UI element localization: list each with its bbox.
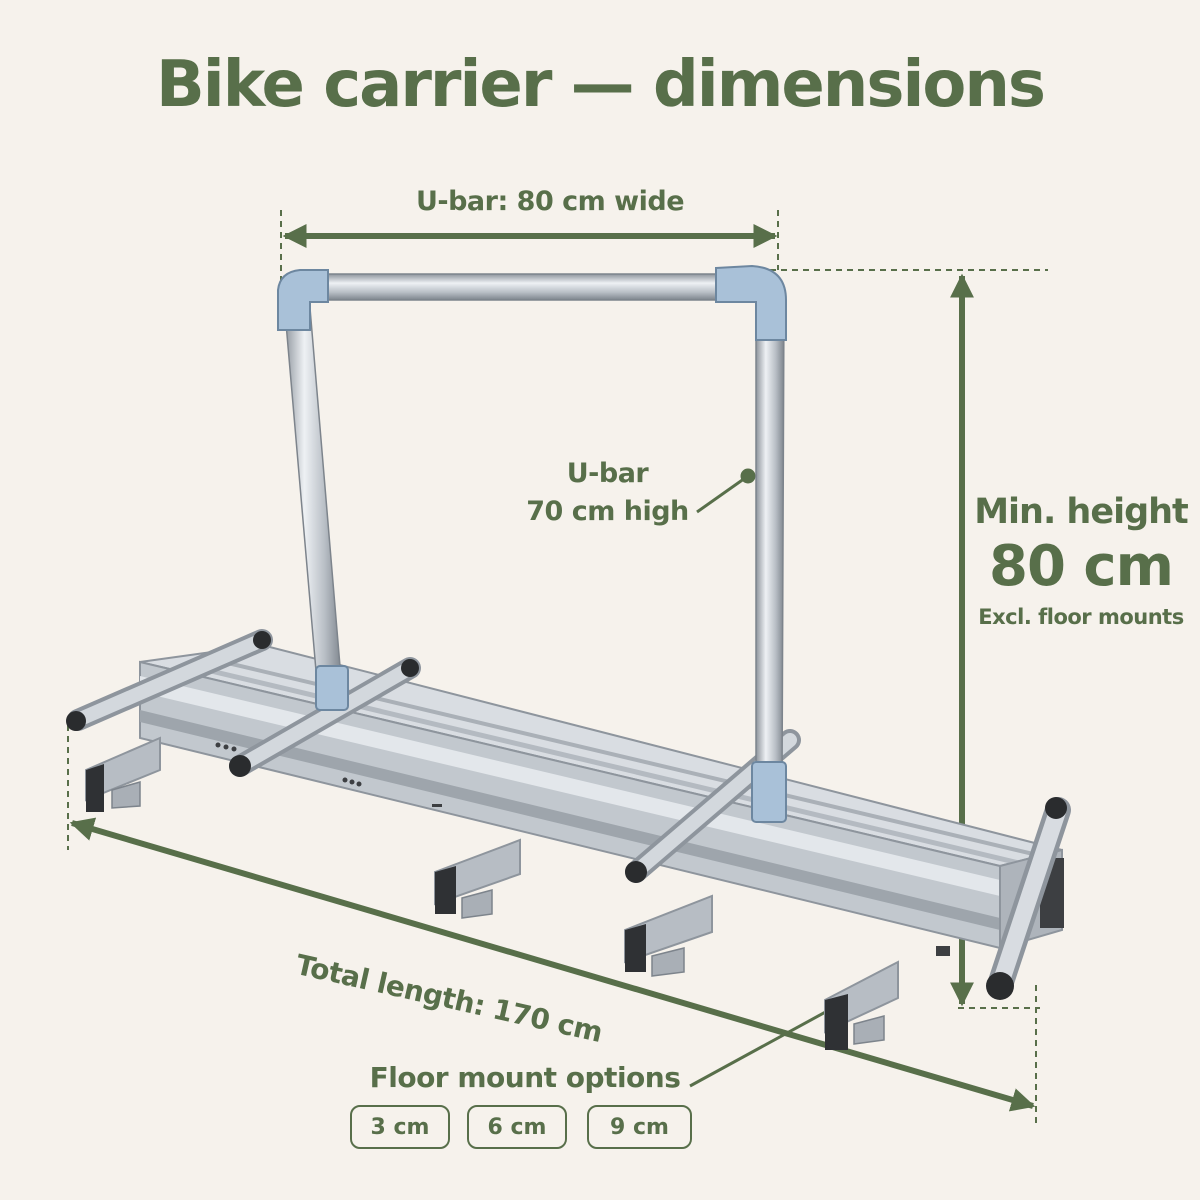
ubar-height-line1: U-bar [566, 458, 649, 489]
floor-mount-title: Floor mount options [369, 1061, 681, 1094]
min-height-value: 80 cm [989, 534, 1174, 599]
foot-3 [624, 894, 713, 977]
base-frame [139, 643, 1064, 956]
u-bar-left-elbow [277, 269, 329, 331]
floor-mount-option-9cm: 9 cm [587, 1105, 692, 1149]
total-length-arrow [69, 817, 1036, 1112]
u-bar-right-base-clamp [751, 761, 787, 823]
ubar-height-label: U-bar 70 cm high [520, 455, 695, 531]
u-bar-right-leg [755, 297, 785, 789]
u-bar-right-elbow [715, 264, 787, 341]
base-inner-channel [140, 710, 1000, 930]
base-front-highlight [140, 676, 1000, 896]
u-bar-top-tube [299, 273, 741, 301]
page-title: Bike carrier — dimensions [155, 48, 1046, 122]
foot-1 [85, 736, 161, 812]
ubar-height-leader [696, 474, 749, 514]
u-bar [277, 264, 787, 823]
foot-2 [434, 838, 521, 919]
crossbars [66, 629, 1071, 1000]
floor-mount-feet [85, 736, 899, 1050]
u-bar-left-base-clamp [315, 665, 349, 711]
ubar-height-leader-dot [740, 468, 756, 484]
ubar-height-line2: 70 cm high [526, 496, 689, 527]
ubar-width-label: U-bar: 80 cm wide [415, 186, 685, 217]
floor-mount-option-3cm: 3 cm [350, 1105, 450, 1149]
floor-mount-option-6cm: 6 cm [467, 1105, 567, 1149]
floor-mount-leader [689, 1001, 843, 1088]
foot-4 [824, 960, 899, 1050]
u-bar-left-leg [283, 295, 343, 695]
min-height-note: Excl. floor mounts [978, 605, 1184, 629]
min-height-label: Min. height [974, 492, 1189, 532]
